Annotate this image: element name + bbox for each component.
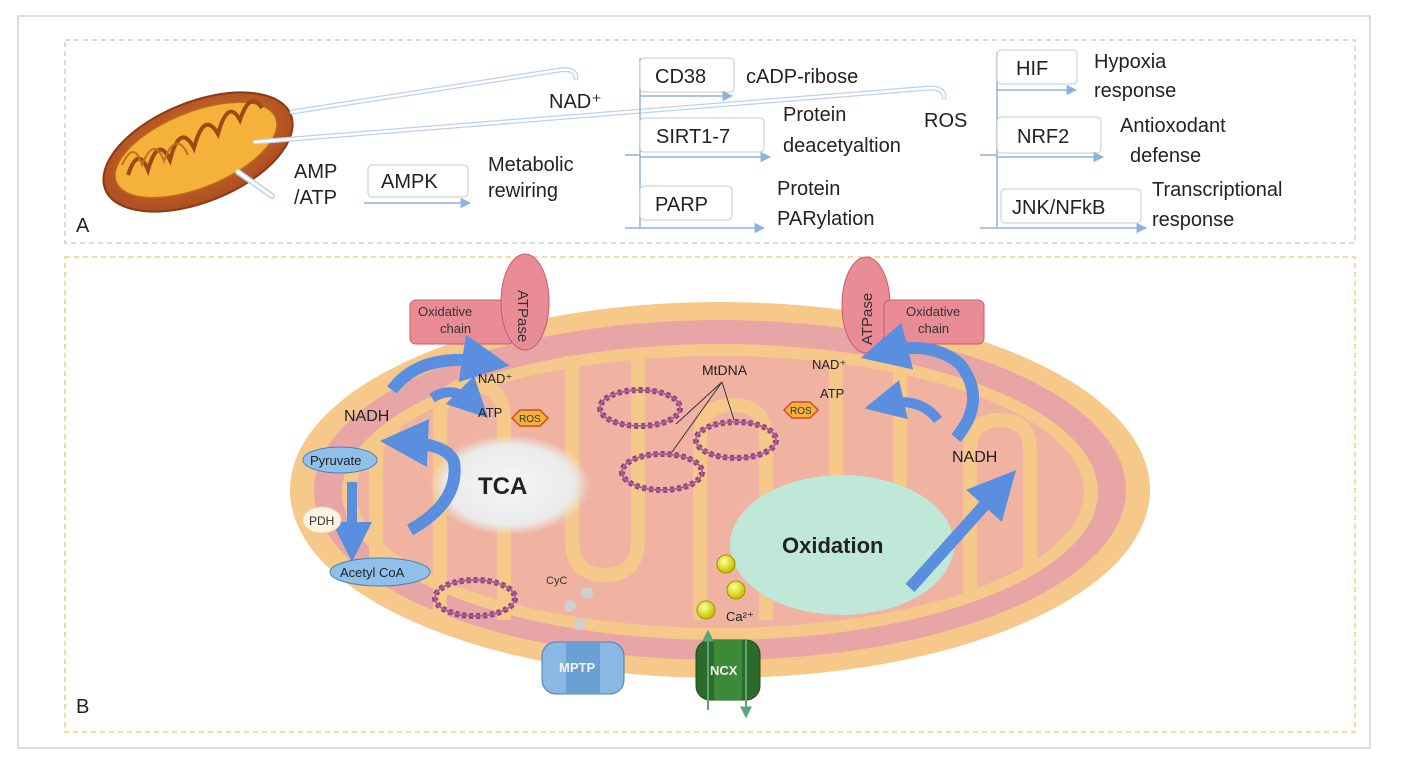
tca-cycle-arrow bbox=[380, 419, 461, 536]
atp-right-label: ATP bbox=[820, 386, 844, 401]
rewiring-label: rewiring bbox=[488, 180, 558, 202]
nadh-right-label: NADH bbox=[952, 449, 997, 466]
mtdna-rings bbox=[432, 387, 779, 619]
mtdna-pointer-lines bbox=[671, 381, 735, 453]
panel-a-label: A bbox=[76, 215, 90, 237]
tca-label: TCA bbox=[478, 473, 527, 500]
transcriptional-label: Transcriptional bbox=[1152, 179, 1282, 201]
atp-arrow-left bbox=[429, 375, 489, 419]
ca-label: Ca²⁺ bbox=[726, 609, 754, 624]
mtdna-label: MtDNA bbox=[702, 362, 748, 378]
hypoxia-label: Hypoxia bbox=[1094, 51, 1167, 73]
jnk-label: JNK/NFkB bbox=[1012, 197, 1105, 219]
atpase-right-label: ATPase bbox=[859, 293, 876, 345]
atp-left-label: ATP bbox=[478, 405, 502, 420]
cd38-box bbox=[639, 57, 735, 93]
ampk-label: AMPK bbox=[381, 171, 438, 193]
panel-b: TCA Oxidation Oxidative chain ATPase ATP… bbox=[64, 253, 1356, 733]
cyc-label: CyC bbox=[546, 575, 567, 587]
pyruvate-label: Pyruvate bbox=[310, 453, 361, 468]
cd38-label: CD38 bbox=[655, 66, 706, 88]
oxidative-left-line2: chain bbox=[440, 321, 471, 336]
panel-a: NAD⁺ AMP /ATP AMPK Metabolic rewiring CD… bbox=[64, 39, 1356, 244]
protein2-label: Protein bbox=[777, 178, 840, 200]
protein1-label: Protein bbox=[783, 104, 846, 126]
metabolic-label: Metabolic bbox=[488, 154, 574, 176]
oxidative-left-line1: Oxidative bbox=[418, 304, 472, 319]
nadh-left-label: NADH bbox=[344, 408, 389, 425]
atp-arrow-right bbox=[864, 380, 942, 424]
oxidation-blob bbox=[730, 475, 954, 615]
mitochondrion-illustration bbox=[102, 91, 294, 213]
oxidation-label: Oxidation bbox=[782, 533, 883, 558]
hif-box bbox=[996, 49, 1078, 85]
atp-label: /ATP bbox=[294, 187, 337, 209]
pyruvate-node bbox=[302, 446, 378, 474]
ampk-box bbox=[367, 164, 469, 198]
nadh-to-nad-arrow-right bbox=[860, 322, 979, 442]
nadh-to-nad-arrow-left bbox=[387, 334, 510, 394]
nrf2-label: NRF2 bbox=[1017, 126, 1069, 148]
acetyl-coa-node bbox=[329, 557, 431, 587]
acetyl-coa-label: Acetyl CoA bbox=[340, 565, 405, 580]
oxidative-right-line2: chain bbox=[918, 321, 949, 336]
nad-label: NAD⁺ bbox=[549, 91, 602, 113]
atpase-left-label: ATPase bbox=[514, 290, 531, 342]
pdh-label: PDH bbox=[309, 514, 334, 528]
hif-label: HIF bbox=[1016, 58, 1048, 80]
ros-label: ROS bbox=[924, 110, 967, 132]
jnk-box bbox=[1000, 188, 1142, 224]
tca-blob bbox=[430, 435, 590, 535]
deacetylation-label: deacetyaltion bbox=[783, 135, 901, 157]
atpase-left bbox=[500, 253, 550, 351]
parp-box bbox=[639, 185, 733, 221]
antioxodant-label: Antioxodant bbox=[1120, 115, 1226, 137]
defense-label: defense bbox=[1130, 145, 1201, 167]
ros-left-hexagon bbox=[510, 409, 550, 427]
cadp-label: cADP-ribose bbox=[746, 66, 858, 88]
parp-label: PARP bbox=[655, 194, 708, 216]
amp-label: AMP bbox=[294, 161, 337, 183]
nad-right-label: NAD⁺ bbox=[812, 357, 846, 372]
pdh-node bbox=[302, 506, 342, 534]
panel-b-label: B bbox=[76, 696, 89, 718]
ros-right-hexagon bbox=[782, 401, 820, 419]
ncx-label: NCX bbox=[710, 663, 738, 678]
cyc-particles bbox=[564, 587, 593, 630]
parylation-label: PARylation bbox=[777, 208, 874, 230]
panel-a-frame bbox=[64, 39, 1356, 244]
nad-left-label: NAD⁺ bbox=[478, 371, 512, 386]
sirt-label: SIRT1-7 bbox=[656, 126, 730, 148]
response1-label: response bbox=[1094, 80, 1176, 102]
oxidation-to-nadh-arrow bbox=[905, 470, 1017, 593]
mptp-label: MPTP bbox=[559, 660, 595, 675]
sirt-box bbox=[639, 117, 765, 153]
oxidative-right-line1: Oxidative bbox=[906, 304, 960, 319]
response2-label: response bbox=[1152, 209, 1234, 231]
calcium-particles bbox=[696, 554, 746, 620]
nrf2-box bbox=[996, 116, 1102, 154]
ros-left-label: ROS bbox=[519, 414, 541, 425]
ros-right-label: ROS bbox=[790, 406, 812, 417]
